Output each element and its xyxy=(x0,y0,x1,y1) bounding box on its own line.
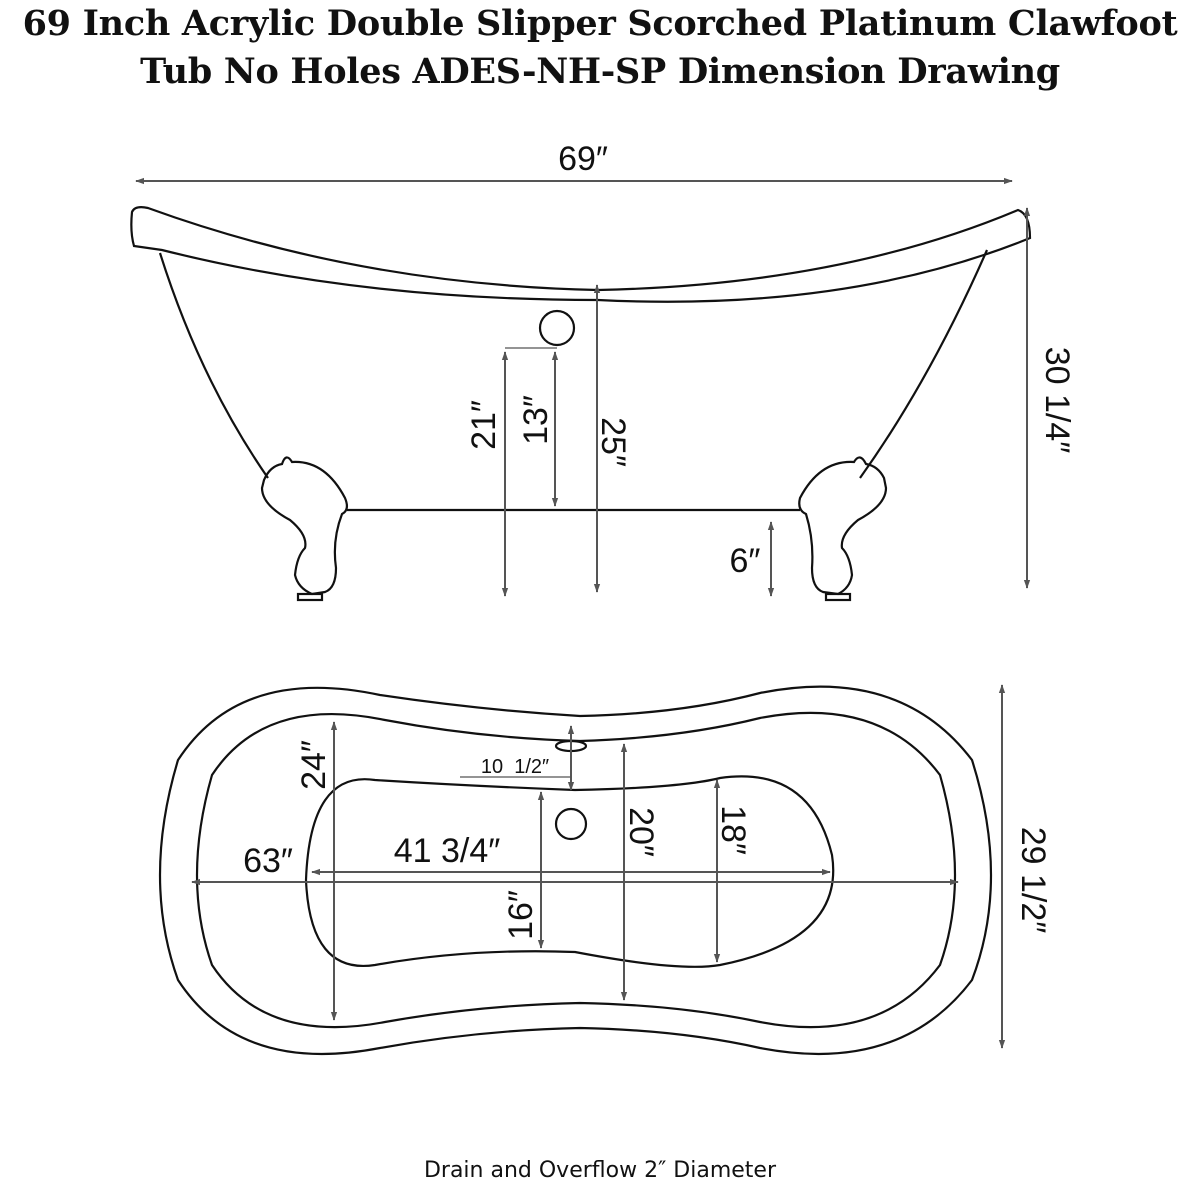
outer-rim xyxy=(158,685,993,1055)
title-line-2: Tub No Holes ADES-NH-SP Dimension Drawin… xyxy=(140,51,1060,92)
drain-overflow-note: Drain and Overflow 2″ Diameter xyxy=(423,1158,777,1183)
claw-foot-left-base xyxy=(296,592,324,602)
label-18: 18″ xyxy=(714,805,752,855)
inner-rim xyxy=(195,711,957,1029)
tub-body-right xyxy=(859,249,989,479)
title-line-1: 69 Inch Acrylic Double Slipper Scorched … xyxy=(22,3,1178,44)
page-title: 69 Inch Acrylic Double Slipper Scorched … xyxy=(0,0,1200,96)
side-view xyxy=(130,206,1032,602)
label-25: 25″ xyxy=(594,417,632,467)
tub-floor xyxy=(304,775,835,968)
overflow-hole-side xyxy=(538,309,576,347)
label-21: 21″ xyxy=(465,400,503,450)
top-view xyxy=(158,685,993,1055)
label-41-3-4: 41 3/4″ xyxy=(394,832,501,870)
label-30-1-4: 30 1/4″ xyxy=(1038,347,1076,454)
label-63: 63″ xyxy=(243,842,293,880)
label-16: 16″ xyxy=(502,890,540,940)
label-69: 69″ xyxy=(558,140,608,178)
label-24: 24″ xyxy=(295,740,333,790)
label-20: 20″ xyxy=(622,807,660,857)
label-29-1-2: 29 1/2″ xyxy=(1014,827,1052,934)
claw-foot-right xyxy=(798,456,888,596)
drain-hole-top xyxy=(554,807,588,841)
claw-foot-right-base xyxy=(824,592,852,602)
side-view-dimensions xyxy=(135,177,1031,597)
top-view-dimensions xyxy=(191,684,1006,1049)
claw-foot-left xyxy=(260,456,349,596)
tub-rim xyxy=(130,206,1032,303)
label-10-1-2: 10 1/2″ xyxy=(481,756,549,778)
tub-body-left xyxy=(158,252,269,479)
label-13: 13″ xyxy=(517,395,555,445)
label-6: 6″ xyxy=(730,542,761,580)
